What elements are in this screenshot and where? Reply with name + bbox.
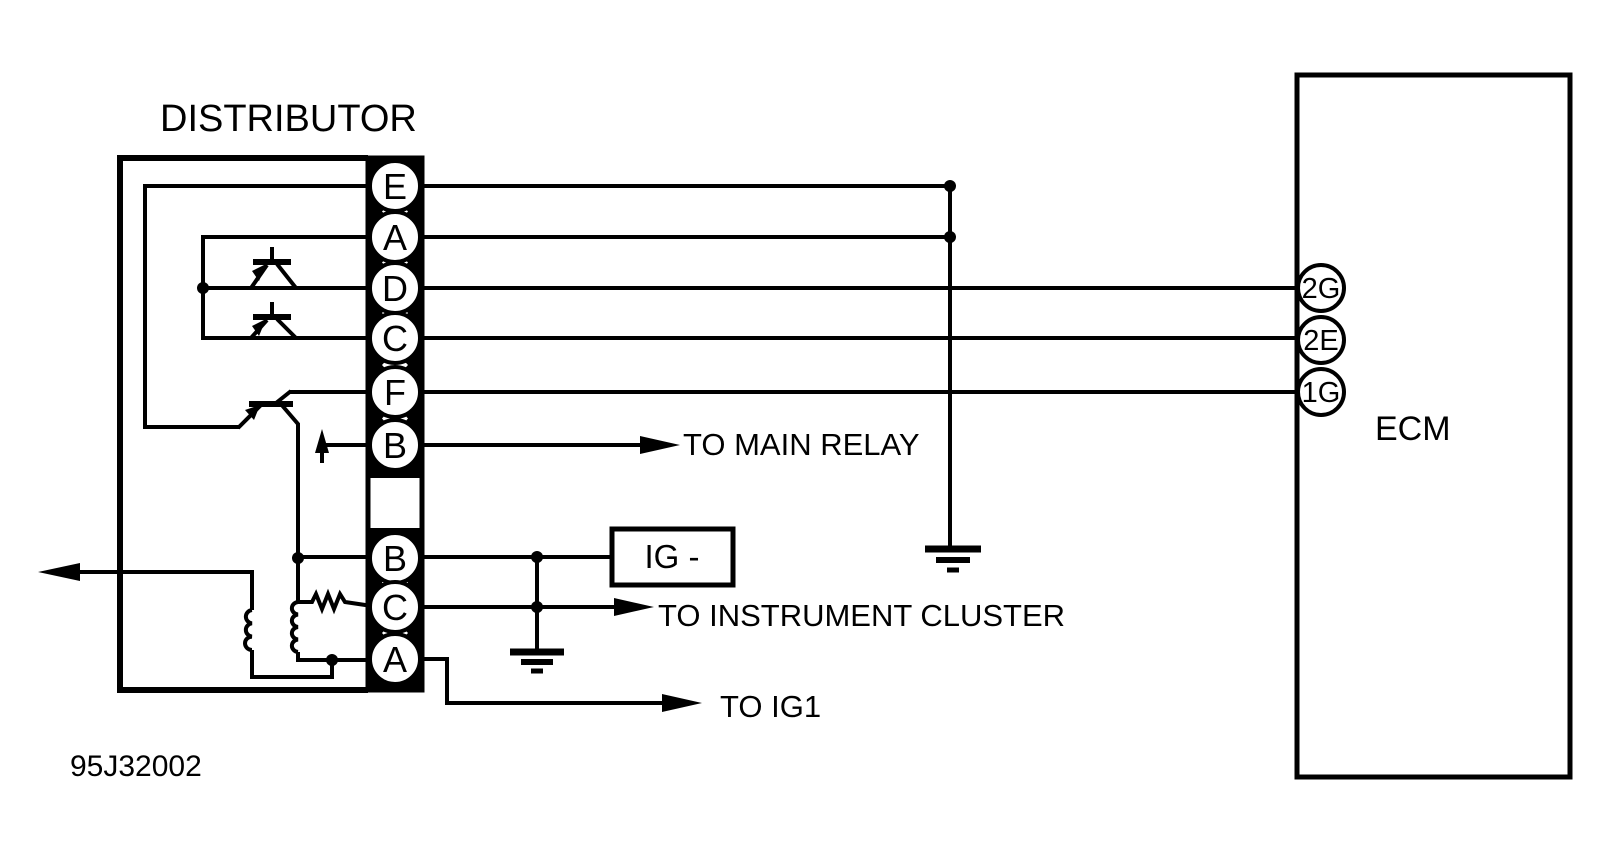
junction-dot bbox=[944, 180, 956, 192]
igniter-transistor bbox=[236, 389, 372, 602]
ecm-box: ECM 2G 2E 1G bbox=[1294, 72, 1573, 780]
to-ig1-label: TO IG1 bbox=[720, 689, 821, 724]
ignition-coil bbox=[38, 552, 373, 679]
to-instrument-cluster-label: TO INSTRUMENT CLUSTER bbox=[658, 598, 1065, 633]
ig-minus-box: IG - bbox=[609, 526, 736, 588]
pickup-coil-symbol-2 bbox=[249, 302, 298, 340]
distributor-pin-C2: C bbox=[368, 580, 422, 634]
junction-dot bbox=[326, 654, 338, 666]
pickup-coil-symbol-1 bbox=[249, 247, 298, 290]
wire-emitter bbox=[278, 401, 300, 602]
distributor-pin-B2: B bbox=[368, 531, 422, 585]
pin-label: C bbox=[382, 587, 408, 628]
main-relay-arrow bbox=[640, 436, 680, 454]
instrument-cluster-arrow bbox=[614, 598, 654, 616]
junction-dot bbox=[944, 231, 956, 243]
junction-dot bbox=[292, 552, 304, 564]
pin-label: A bbox=[383, 217, 407, 258]
distributor-pin-A2: A bbox=[368, 632, 422, 686]
destination-labels: TO MAIN RELAY TO INSTRUMENT CLUSTER TO I… bbox=[70, 427, 1065, 783]
ecm-pin-2E: 2E bbox=[1296, 315, 1346, 365]
rotor-arrow bbox=[315, 429, 372, 463]
wire-a2-to-ig1 bbox=[420, 657, 666, 705]
distributor-internal-wiring bbox=[143, 184, 372, 429]
ground-symbol-ig bbox=[510, 648, 564, 674]
distributor-connector-strip: E A D C F B B C bbox=[365, 155, 425, 693]
pin-label: F bbox=[384, 372, 406, 413]
distributor-pin-D: D bbox=[368, 261, 422, 315]
ig-minus-label: IG - bbox=[645, 538, 700, 575]
coil-secondary bbox=[289, 600, 299, 654]
distributor-pin-C: C bbox=[368, 311, 422, 365]
ground-symbol-main bbox=[925, 545, 981, 573]
external-wiring bbox=[420, 180, 1300, 712]
pin-label: D bbox=[382, 268, 408, 309]
distributor-pin-A: A bbox=[368, 210, 422, 264]
wire-e-to-base bbox=[143, 184, 372, 429]
pin-label: 2E bbox=[1303, 325, 1338, 357]
diagram-id-code: 95J32002 bbox=[70, 750, 202, 783]
wire-coil-bottoms bbox=[250, 650, 334, 679]
ecm-title: ECM bbox=[1375, 410, 1451, 448]
pin-label: A bbox=[383, 639, 407, 680]
coil-primary bbox=[243, 608, 253, 652]
pin-label: E bbox=[383, 166, 407, 207]
to-main-relay-label: TO MAIN RELAY bbox=[683, 427, 920, 462]
resistor bbox=[298, 588, 373, 615]
distributor-pin-E: E bbox=[368, 159, 422, 213]
pin-label: B bbox=[383, 538, 407, 579]
ecm-pin-2G: 2G bbox=[1296, 263, 1346, 313]
junction-dot bbox=[197, 282, 209, 294]
distributor-pin-B: B bbox=[368, 418, 422, 472]
pin-label: C bbox=[382, 318, 408, 359]
distributor-pin-F: F bbox=[368, 365, 422, 419]
ecm-pin-1G: 1G bbox=[1296, 367, 1346, 417]
distributor-title: DISTRIBUTOR bbox=[160, 98, 417, 140]
ig1-arrow bbox=[662, 694, 702, 712]
left-arrow bbox=[38, 563, 80, 581]
pin-label: 2G bbox=[1302, 273, 1341, 305]
distributor-box: DISTRIBUTOR bbox=[117, 98, 417, 693]
pin-label: 1G bbox=[1302, 377, 1341, 409]
pin-label: B bbox=[383, 425, 407, 466]
wire-coil-to-left-arrow bbox=[78, 570, 254, 610]
